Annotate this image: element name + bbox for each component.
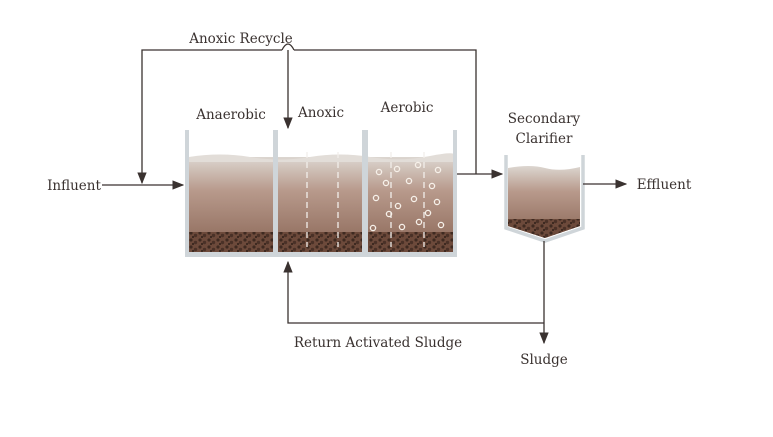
tank-wall-left [185, 130, 189, 256]
label-return-activated-sludge: Return Activated Sludge [294, 335, 462, 351]
label-influent: Influent [47, 178, 101, 194]
label-anoxic: Anoxic [297, 105, 344, 121]
clarifier-walls [504, 155, 585, 243]
main-reactor [185, 130, 457, 257]
label-anoxic-recycle: Anoxic Recycle [188, 31, 293, 47]
recycle-crossover-hop [281, 43, 295, 51]
partition-anaerobic-anoxic [273, 130, 278, 256]
tank-floor [185, 252, 457, 257]
aeration-bubbles [369, 161, 445, 232]
label-effluent: Effluent [637, 177, 692, 193]
clarifier-sludge [508, 219, 580, 238]
label-sludge: Sludge [520, 352, 568, 368]
partition-anoxic-aerobic [362, 130, 368, 256]
liquid-surface [189, 153, 455, 162]
label-anaerobic: Anaerobic [195, 107, 266, 123]
label-aerobic: Aerobic [380, 100, 434, 116]
anoxic-recycle-line-left [137, 49, 282, 185]
tank-wall-right [453, 130, 457, 256]
label-secondary: Secondary [508, 111, 581, 127]
anoxic-recycle-line-right [294, 49, 477, 174]
sludge-bed [189, 232, 453, 252]
return-activated-sludge-line [283, 260, 544, 324]
secondary-clarifier [504, 155, 585, 243]
label-clarifier: Clarifier [516, 131, 573, 147]
